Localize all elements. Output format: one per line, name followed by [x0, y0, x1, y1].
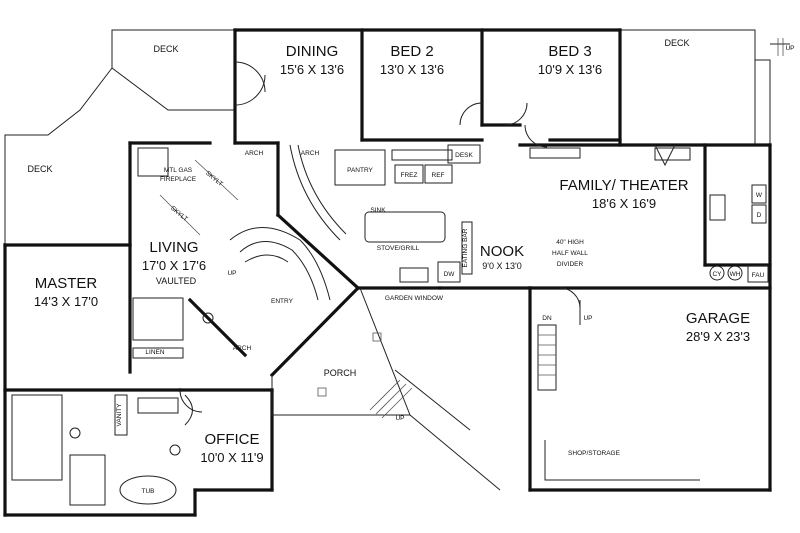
garage-size: 28'9 X 23'3	[686, 329, 750, 344]
kitchen-fixtures	[289, 144, 481, 283]
family-fixtures	[529, 144, 769, 283]
ref-label: REF	[432, 172, 445, 179]
cy-label: CY	[712, 271, 722, 278]
dn-label: DN	[542, 315, 552, 322]
dryer-label: D	[757, 212, 762, 219]
half-wall-line-1: 40" HIGH	[556, 239, 584, 246]
doors	[179, 61, 581, 413]
deck-label-top-right: DECK	[664, 38, 689, 48]
walls	[3, 28, 772, 517]
living-note: VAULTED	[156, 276, 197, 286]
arch-label-dining: ARCH	[245, 150, 264, 157]
tub-label: TUB	[142, 488, 155, 495]
master-name: MASTER	[35, 275, 98, 292]
living-fixtures	[137, 147, 331, 301]
skylight-label-1: SKYLT	[204, 170, 224, 188]
bed3-size: 10'9 X 13'6	[538, 62, 602, 77]
living-name: LIVING	[149, 239, 198, 256]
master-size: 14'3 X 17'0	[34, 294, 98, 309]
arch-label-bath: ARCH	[233, 345, 252, 352]
office-size: 10'0 X 11'9	[200, 450, 263, 465]
sink-label: SINK	[370, 207, 386, 214]
washer-label: W	[756, 192, 763, 199]
up-label-porch: UP	[395, 415, 404, 422]
shop-storage-label: SHOP/STORAGE	[568, 450, 621, 457]
porch-label: PORCH	[324, 368, 357, 378]
up-label-top-right: UP	[785, 45, 794, 52]
dining-size: 15'6 X 13'6	[280, 62, 344, 77]
desk-label: DESK	[455, 152, 473, 159]
bath-fixtures	[11, 297, 214, 506]
porch-outline	[271, 287, 501, 491]
office-name: OFFICE	[205, 431, 260, 448]
half-wall-line-3: DIVIDER	[557, 261, 584, 268]
garage-fixtures	[537, 300, 700, 481]
eating-bar-label: EATING BAR	[462, 228, 469, 267]
living-size: 17'0 X 17'6	[142, 258, 206, 273]
fireplace-line-1: MTL GAS	[164, 167, 193, 174]
pantry-label: PANTRY	[347, 167, 373, 174]
half-wall-line-2: HALF WALL	[552, 250, 588, 257]
arch-label-kitchen: ARCH	[301, 150, 320, 157]
family-size: 18'6 X 16'9	[592, 196, 656, 211]
garage-name: GARAGE	[686, 310, 750, 327]
dw-label: DW	[444, 271, 456, 278]
frez-label: FREZ	[401, 172, 418, 179]
nook-size: 9'0 X 13'0	[482, 261, 521, 271]
deck-label-top-left: DECK	[153, 44, 178, 54]
fau-label: FAU	[752, 272, 765, 279]
bed2-name: BED 2	[390, 43, 433, 60]
up-label-living: UP	[227, 270, 236, 277]
garden-window-label: GARDEN WINDOW	[385, 295, 444, 302]
nook-name: NOOK	[480, 243, 524, 260]
bed2-size: 13'0 X 13'6	[380, 62, 444, 77]
stove-label: STOVE/GRILL	[377, 245, 420, 252]
wh-label: WH	[730, 271, 741, 278]
deck-outlines	[4, 29, 790, 245]
bed3-name: BED 3	[548, 43, 591, 60]
entry-label: ENTRY	[271, 298, 294, 305]
deck-label-left: DECK	[27, 164, 52, 174]
skylight-label-2: SKYLT	[169, 205, 189, 223]
up-label-garage: UP	[583, 315, 592, 322]
family-name: FAMILY/ THEATER	[559, 177, 688, 194]
linen-label: LINEN	[145, 349, 164, 356]
dining-name: DINING	[286, 43, 339, 60]
fireplace-line-2: FIREPLACE	[160, 176, 197, 183]
vanity-label: VANITY	[116, 403, 123, 427]
